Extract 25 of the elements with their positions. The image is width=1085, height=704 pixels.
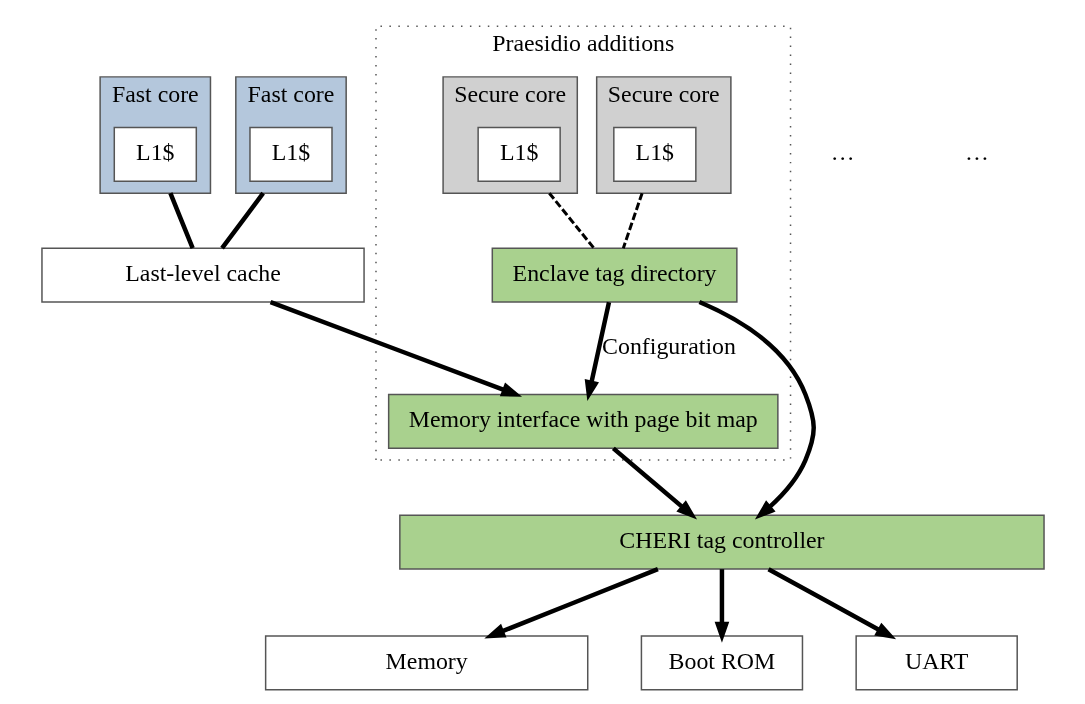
node-box: Memory bbox=[264, 635, 588, 691]
node-box: Last-level cache bbox=[40, 247, 365, 303]
node-box: L1$ bbox=[476, 126, 561, 182]
node-box: UART bbox=[854, 635, 1018, 691]
label: … bbox=[964, 139, 989, 166]
edge-label: Configuration bbox=[601, 332, 736, 359]
node-box: Boot ROM bbox=[640, 635, 803, 691]
node-box: L1$ bbox=[612, 126, 697, 182]
node-box: L1$ bbox=[248, 126, 333, 182]
node-box: Memory interface with page bit map bbox=[387, 393, 779, 449]
arrow bbox=[714, 569, 729, 643]
connector bbox=[167, 192, 195, 250]
connector bbox=[219, 191, 265, 250]
connector bbox=[547, 192, 595, 250]
arrow bbox=[698, 300, 816, 520]
arrow bbox=[269, 300, 522, 397]
node-box: L1$ bbox=[113, 126, 197, 182]
node-box: Enclave tag directory bbox=[491, 247, 738, 303]
connector bbox=[621, 192, 643, 249]
arrow bbox=[584, 301, 611, 402]
arrow bbox=[766, 567, 896, 640]
arrow bbox=[483, 567, 659, 639]
label: … bbox=[830, 139, 855, 166]
node-box: CHERI tag controller bbox=[398, 514, 1045, 570]
arrow bbox=[611, 446, 697, 520]
